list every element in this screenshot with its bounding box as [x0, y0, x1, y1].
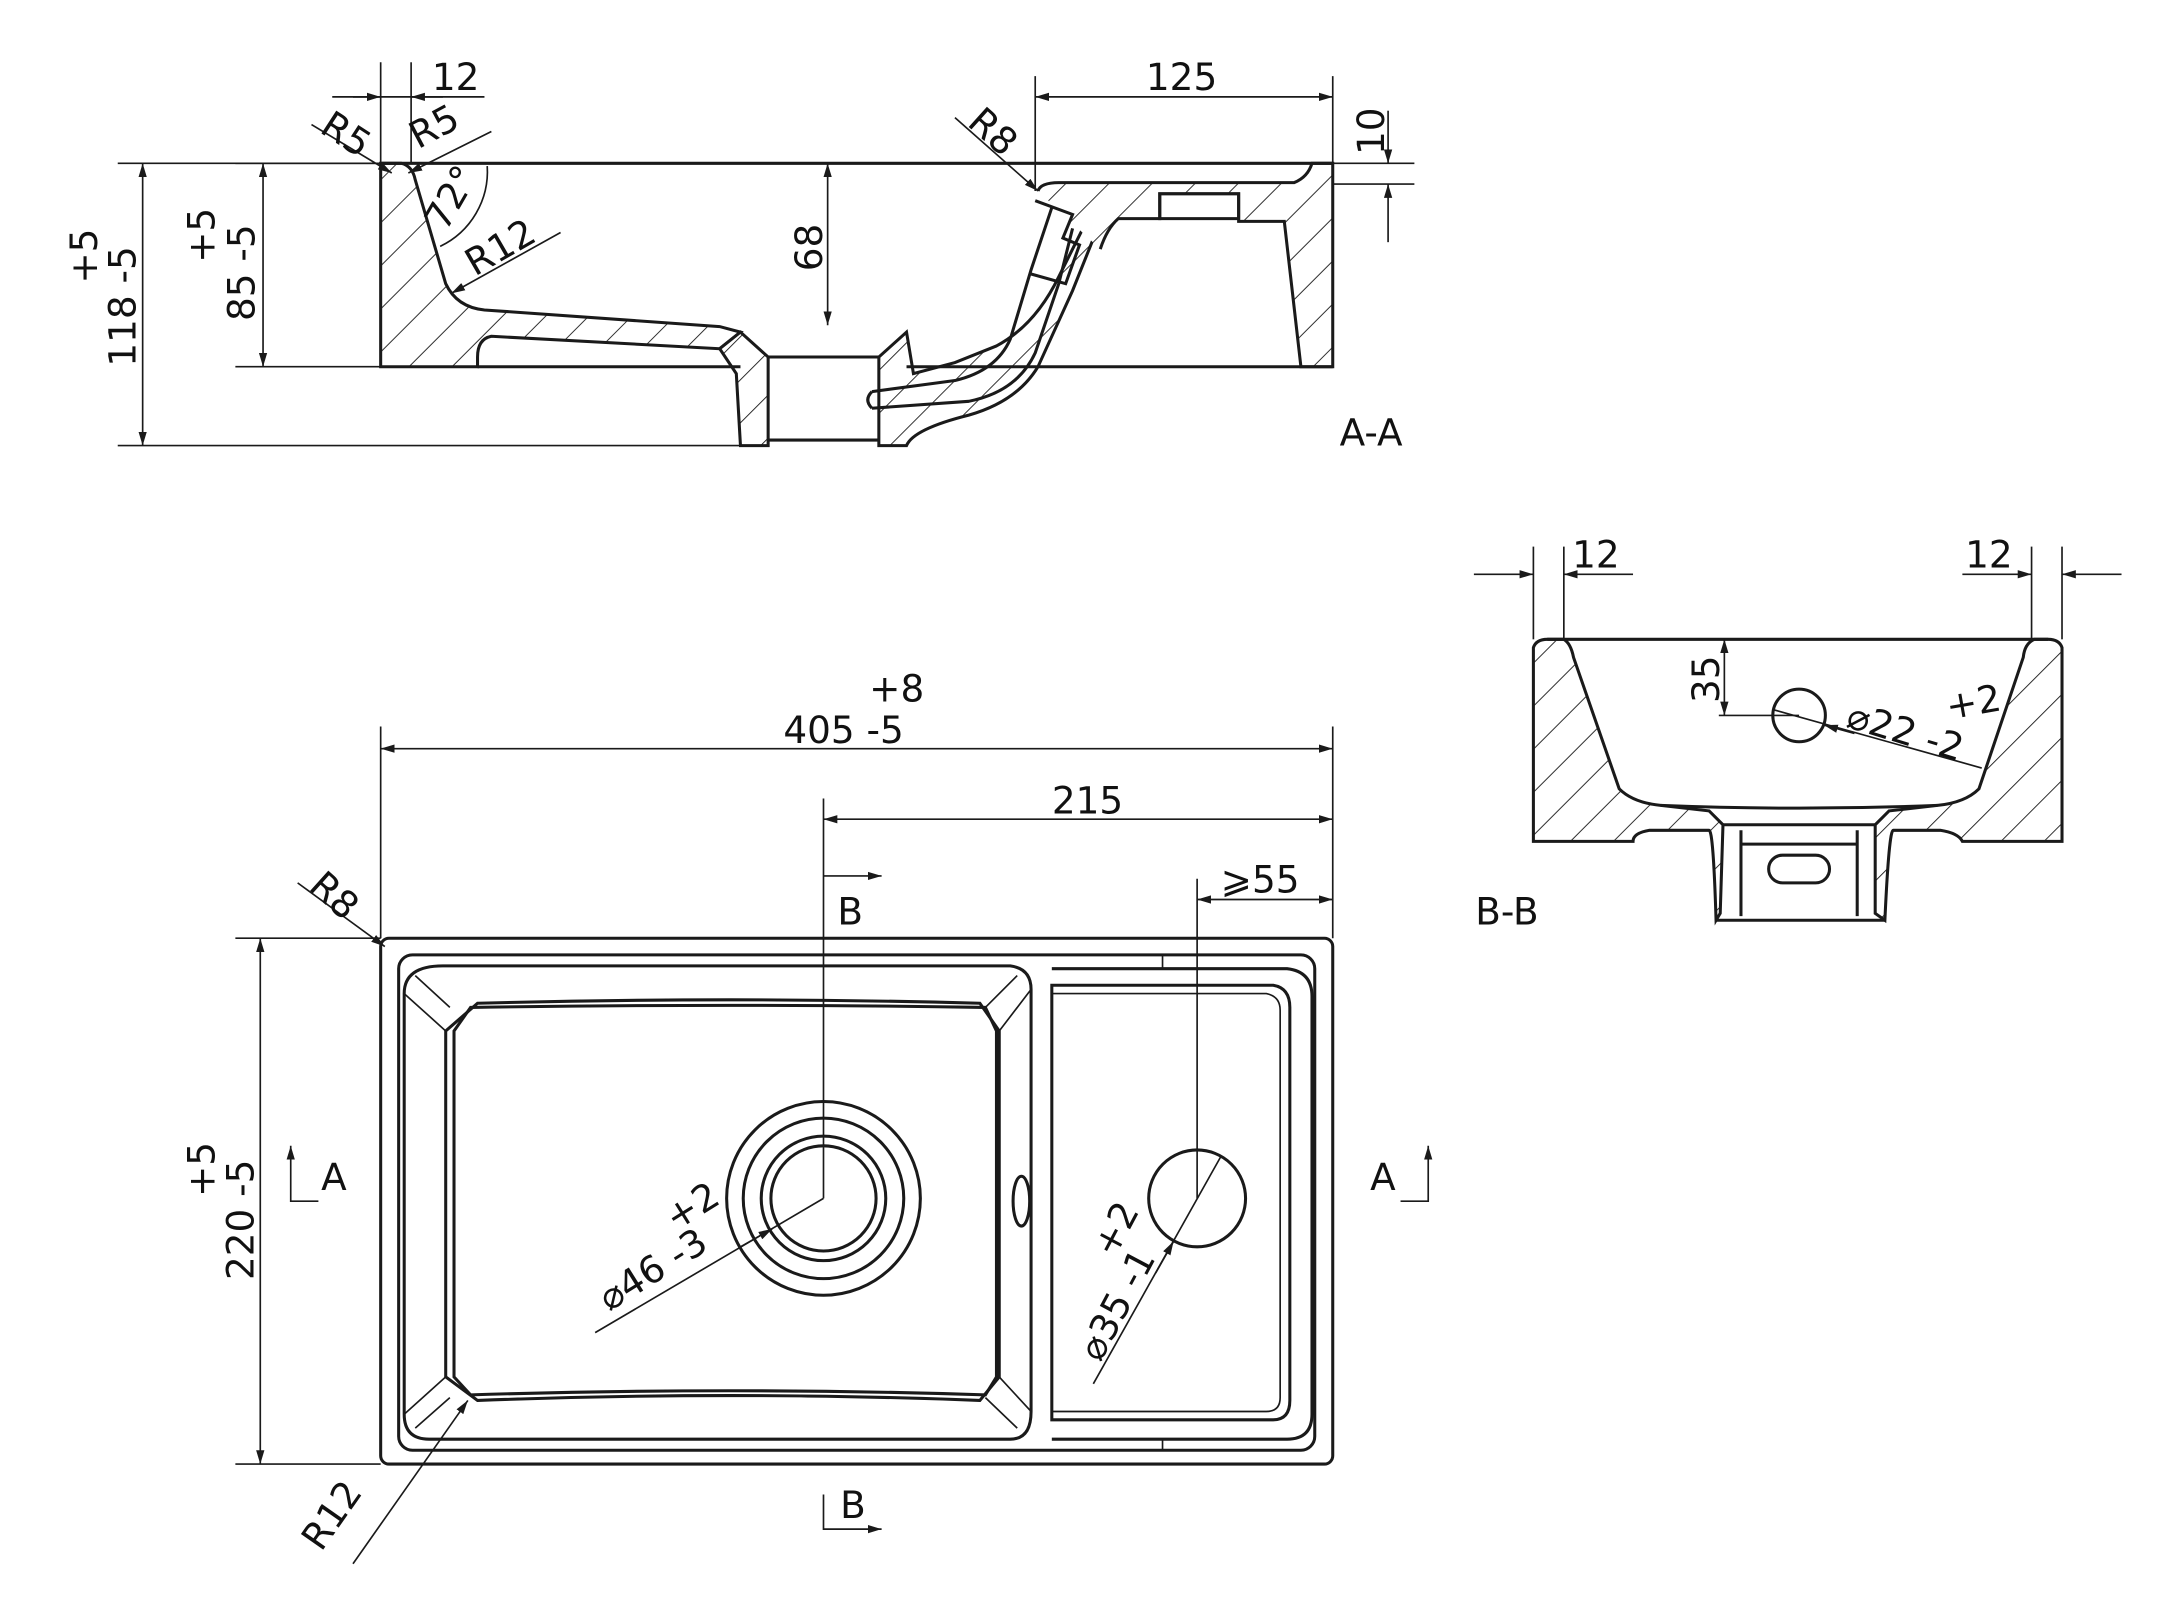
overflow-pipe [871, 207, 1075, 410]
dim-85: 85 -5 [220, 224, 264, 321]
section-a-right-label: A [1370, 1155, 1396, 1199]
dim-55: ⩾55 [1221, 858, 1300, 902]
dim-125: 125 [1146, 55, 1217, 99]
bb-dim-12-right: 12 [1965, 532, 2013, 576]
section-a-left-label: A [321, 1155, 347, 1199]
plan-r12-label: R12 [292, 1472, 370, 1557]
section-b-b: 12 12 35 ⌀22 -2 +2 B-B [1473, 532, 2122, 933]
section-b-top-label: B [837, 889, 863, 933]
dim-68: 68 [787, 224, 831, 272]
plan-width-tol: +8 [869, 667, 924, 711]
section-marker-b-top: B [823, 871, 882, 933]
bb-hole-tol: +2 [1942, 676, 2004, 729]
dim-12-top: 12 [432, 55, 480, 99]
drain-tol-label: +2 [657, 1173, 727, 1240]
plan-view: 405 -5 +8 215 ⩾55 R8 220 -5 +5 ⌀46 -3 +2… [180, 667, 1433, 1565]
dim-85-tol: +5 [180, 208, 224, 263]
section-marker-a-left: A [286, 1145, 347, 1202]
drain-dia-label: ⌀46 -3 [590, 1219, 714, 1319]
tap-deck [1051, 967, 1314, 1441]
plan-r8-label: R8 [301, 862, 367, 928]
drain-left-section [717, 330, 770, 448]
dim-215: 215 [1052, 779, 1123, 823]
dim-118-tol: +5 [62, 229, 106, 284]
section-b-bottom-label: B [840, 1483, 866, 1527]
r8-label-aa: R8 [960, 99, 1026, 165]
r5-left-label: R5 [313, 102, 379, 166]
section-a-a: 12 R5 R5 72° R12 R8 125 10 68 85 -5 +5 1… [62, 55, 1415, 455]
section-marker-a-right: A [1370, 1145, 1433, 1202]
main-bowl [402, 964, 1033, 1441]
section-marker-b-bottom: B [822, 1483, 882, 1534]
section-aa-title: A-A [1340, 411, 1403, 455]
bb-dim-35: 35 [1684, 655, 1728, 703]
plan-height-tol: +5 [180, 1142, 224, 1197]
sink-outline [379, 936, 1335, 1466]
dim-118: 118 -5 [101, 246, 145, 366]
plan-width: 405 -5 [783, 708, 903, 752]
plan-height: 220 -5 [218, 1160, 262, 1280]
overflow-hole [1011, 1174, 1032, 1228]
bb-dim-12-left: 12 [1572, 532, 1620, 576]
dim-10: 10 [1349, 107, 1393, 155]
section-bb-title: B-B [1475, 889, 1538, 933]
bb-overflow-slot [1767, 853, 1832, 885]
